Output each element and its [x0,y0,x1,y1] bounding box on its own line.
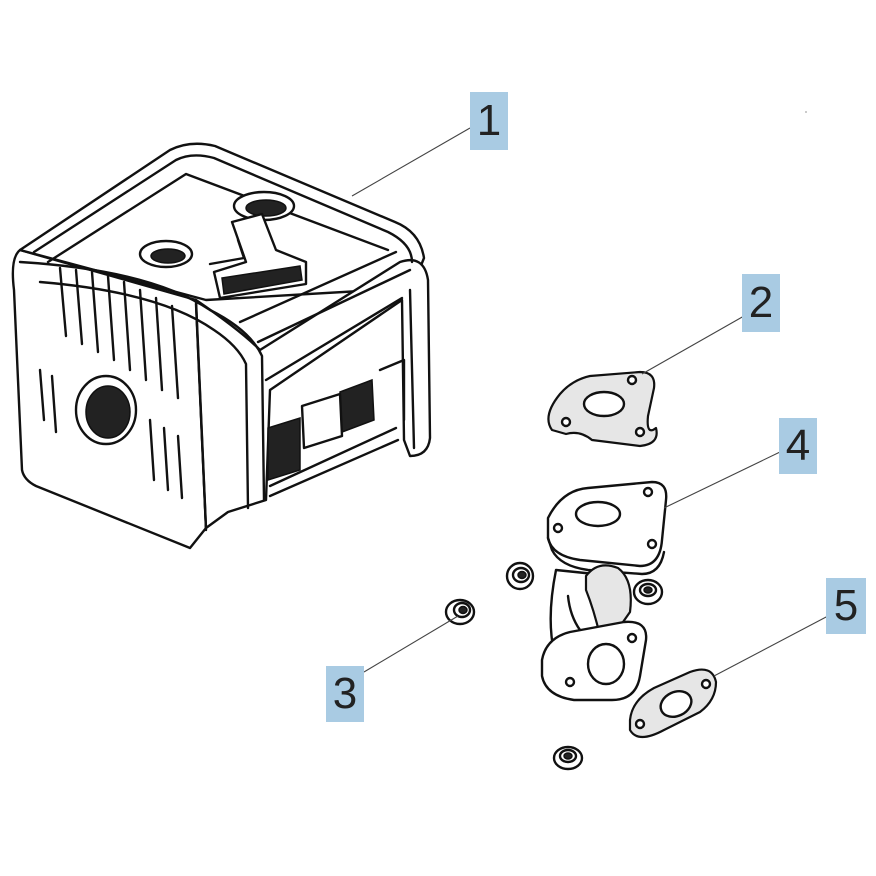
gasket-part-5 [628,668,718,739]
exhaust-manifold-part-4 [540,480,668,702]
leader-line-5 [713,615,829,677]
callout-3: 3 [326,666,364,722]
callout-5: 5 [826,578,866,634]
leader-line-4 [663,451,781,509]
leader-line-2 [641,315,745,375]
leader-line-1 [351,127,471,197]
callout-4: 4 [779,418,817,474]
nut [505,561,535,591]
leader-line-3 [363,615,459,673]
gasket-part-2 [547,370,658,448]
nut-part-3 [444,598,476,626]
nut [552,745,584,771]
callout-2: 2 [742,274,780,332]
stray-mark [805,111,807,113]
muffler-cover-part-1 [11,142,432,550]
nut [632,578,664,606]
callout-1: 1 [470,92,508,150]
